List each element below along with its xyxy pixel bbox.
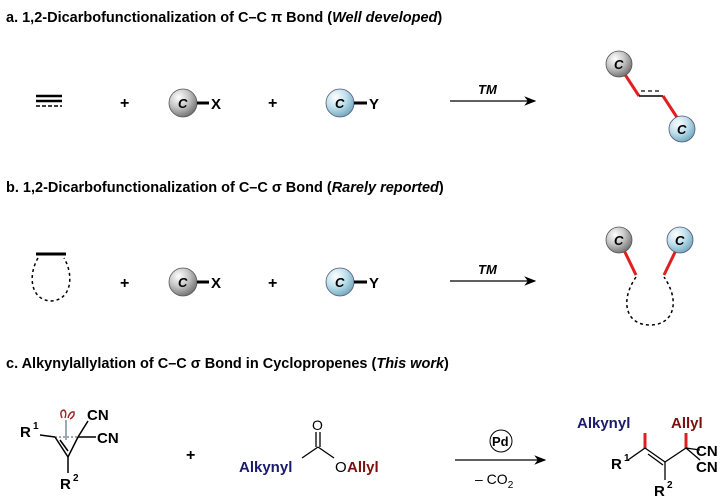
scissors-icon	[60, 409, 75, 420]
alkynyl-allyl-carbonate: Alkynyl O O Allyl	[239, 417, 379, 476]
svg-text:1: 1	[624, 453, 630, 464]
pd-reaction-arrow: Pd – CO2	[455, 429, 547, 491]
plus-sign: +	[268, 275, 277, 292]
svg-text:Y: Y	[369, 275, 379, 292]
reaction-arrow: TM	[450, 262, 537, 286]
svg-text:R: R	[611, 456, 622, 473]
svg-text:Alkynyl: Alkynyl	[577, 415, 630, 432]
svg-text:C: C	[178, 275, 188, 290]
section-b-title: b. 1,2-Dicarbofunctionalization of C–C σ…	[6, 180, 444, 196]
svg-text:2: 2	[667, 480, 673, 491]
svg-text:X: X	[211, 96, 221, 113]
svg-text:O: O	[312, 417, 323, 433]
product-a: C C	[605, 50, 696, 143]
section-a-title: a. 1,2-Dicarbofunctionalization of C–C π…	[6, 10, 442, 26]
svg-text:O: O	[335, 459, 347, 476]
svg-text:R: R	[20, 424, 31, 441]
svg-text:C: C	[614, 57, 624, 72]
product-c: Alkynyl Allyl R 1 CN CN R 2	[577, 415, 718, 500]
svg-text:TM: TM	[478, 82, 498, 97]
plus-sign: +	[268, 95, 277, 112]
svg-text:C: C	[335, 96, 345, 111]
catalytic-cycle-icon	[489, 429, 513, 453]
svg-text:R: R	[60, 476, 71, 493]
svg-text:Pd: Pd	[492, 434, 509, 449]
reagent-c-x: C X	[168, 88, 221, 118]
svg-text:R: R	[654, 483, 665, 500]
alkene-double-bond	[36, 94, 62, 107]
svg-text:Alkynyl: Alkynyl	[239, 459, 292, 476]
svg-text:1: 1	[33, 421, 39, 432]
svg-text:2: 2	[73, 473, 79, 484]
plus-sign: +	[120, 95, 129, 112]
svg-text:CN: CN	[696, 459, 718, 476]
cyclic-sigma-bond	[31, 252, 71, 302]
plus-sign: +	[120, 275, 129, 292]
svg-text:CN: CN	[97, 430, 119, 447]
product-b: C C	[605, 226, 694, 326]
reagent-c-y: C Y	[325, 88, 379, 118]
svg-text:Allyl: Allyl	[671, 415, 703, 432]
cyclopropene: R 1 CN CN R 2	[20, 407, 119, 493]
svg-text:C: C	[677, 122, 687, 137]
svg-text:C: C	[675, 233, 685, 248]
reagent-c-y: C Y	[325, 267, 379, 297]
svg-text:CN: CN	[696, 443, 718, 460]
svg-text:C: C	[614, 233, 624, 248]
reagent-c-x: C X	[168, 267, 221, 297]
svg-text:C: C	[178, 96, 188, 111]
section-c-title: c. Alkynylallylation of C–C σ Bond in Cy…	[6, 356, 449, 372]
plus-sign: +	[186, 447, 195, 464]
svg-text:X: X	[211, 275, 221, 292]
reaction-arrow: TM	[450, 82, 537, 106]
svg-text:C: C	[335, 275, 345, 290]
svg-text:CN: CN	[87, 407, 109, 424]
svg-text:Allyl: Allyl	[347, 459, 379, 476]
svg-text:TM: TM	[478, 262, 498, 277]
svg-text:Y: Y	[369, 96, 379, 113]
byproduct-label: – CO2	[475, 471, 514, 491]
